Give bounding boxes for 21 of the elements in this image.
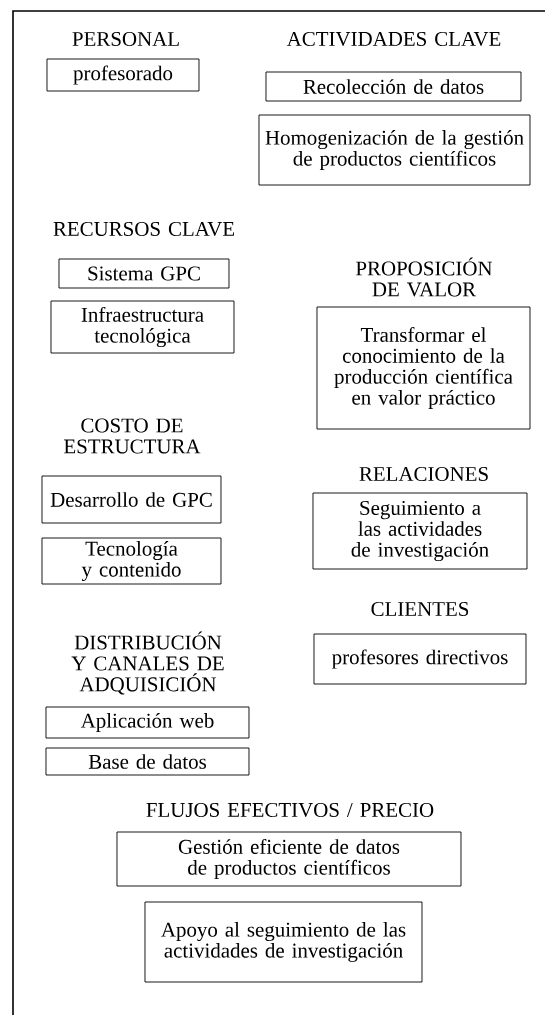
section-heading: FLUJOS EFECTIVOS / PRECIO <box>146 802 434 818</box>
text-box: Tecnología y contenido <box>41 537 222 585</box>
text-box: Recolección de datos <box>265 71 522 102</box>
text-box: Base de datos <box>45 747 250 776</box>
text-box: Transformar el conocimiento de la producción científica en valor práctico <box>316 306 531 430</box>
section-heading: COSTO DE ESTRUCTURA <box>64 418 201 454</box>
section-heading: ACTIVIDADES CLAVE <box>286 31 501 47</box>
text-box: Desarrollo de GPC <box>41 475 222 524</box>
text-box: Aplicación web <box>45 706 250 739</box>
text-box: Sistema GPC <box>58 258 230 289</box>
section-heading: RELACIONES <box>359 466 488 482</box>
text-box: Infraestructura tecnológica <box>50 300 235 354</box>
section-heading: CLIENTES <box>371 601 469 617</box>
section-heading: RECURSOS CLAVE <box>53 221 234 237</box>
text-box: Apoyo al seguimiento de las actividades de investigación <box>144 901 423 983</box>
section-heading: DISTRIBUCIÓN Y CANALES DE ADQUISICIÓN <box>71 631 224 695</box>
text-box: Homogenización de la gestión de productos científicos <box>258 114 531 186</box>
text-box: Seguimiento a las actividades de investigación <box>312 492 528 570</box>
text-box: Gestión eficiente de datos de productos científicos <box>116 831 462 887</box>
text-box: profesores directivos <box>313 633 527 685</box>
text-box: profesorado <box>46 58 200 92</box>
